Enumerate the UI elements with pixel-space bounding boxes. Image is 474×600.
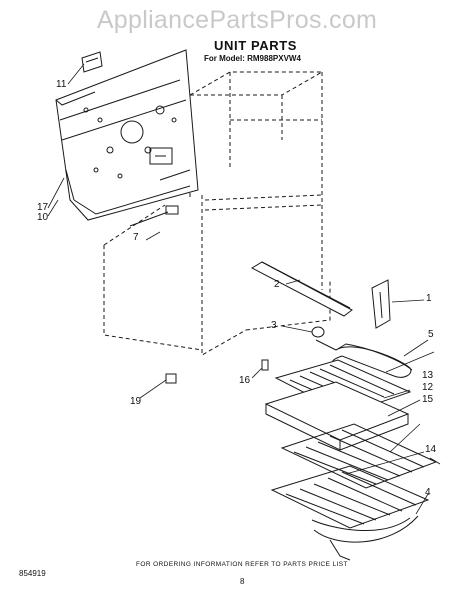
model-subtitle: For Model: RM988PXVW4: [204, 54, 301, 63]
callout-10: 10: [37, 212, 49, 223]
callout-19: 19: [130, 396, 142, 407]
part-15-rack: [280, 423, 441, 489]
callout-11: 11: [56, 79, 67, 90]
back-panel: [55, 49, 199, 221]
callout-1: 1: [426, 293, 432, 304]
part-1-bracket: [371, 279, 391, 329]
part-19-clip: [165, 373, 177, 384]
callout-16: 16: [239, 375, 251, 386]
oven-cabinet-frame: [103, 71, 331, 356]
part-7-terminal: [129, 205, 179, 227]
callout-12: 12: [422, 382, 434, 393]
watermark: AppliancePartsPros.com: [96, 6, 378, 34]
callout-14: 14: [425, 444, 437, 455]
callout-2: 2: [274, 279, 280, 290]
part-11-plate: [81, 51, 103, 73]
leader-lines: [47, 63, 435, 515]
callout-7: 7: [133, 232, 139, 243]
ordering-note: FOR ORDERING INFORMATION REFER TO PARTS …: [136, 561, 348, 568]
diagram-title: UNIT PARTS: [214, 38, 298, 53]
callout-15: 15: [422, 394, 434, 405]
part-4-element: [311, 515, 419, 561]
document-number: 854919: [19, 569, 46, 578]
part-2-rail: [250, 261, 353, 317]
callout-13: 13: [422, 370, 434, 381]
callout-4: 4: [425, 487, 431, 498]
part-12-pan: [264, 381, 410, 451]
callout-5: 5: [428, 329, 434, 340]
callout-3: 3: [271, 320, 277, 331]
callout-17: 17: [37, 202, 49, 213]
page-number: 8: [240, 577, 245, 586]
part-16-clip: [261, 359, 269, 371]
part-3-clip: [311, 326, 325, 338]
part-14-rack: [270, 465, 430, 529]
